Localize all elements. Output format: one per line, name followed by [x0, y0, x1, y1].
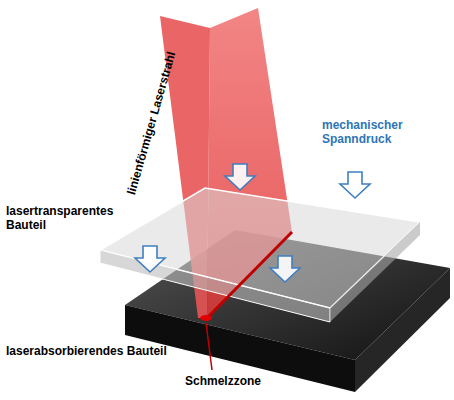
- label-text: mechanischer Spanndruck: [322, 118, 442, 146]
- transparent-side: [330, 222, 420, 322]
- absorbing-side: [355, 268, 450, 392]
- pressure-arrows: [135, 164, 370, 282]
- leader-line: [206, 323, 212, 370]
- label-text: Schmelzzone: [185, 374, 305, 388]
- label-text: laserabsorbierendes Bauteil: [6, 344, 206, 358]
- label-text: lasertransparentes Bauteil: [6, 204, 126, 232]
- melt-zone: [200, 315, 212, 321]
